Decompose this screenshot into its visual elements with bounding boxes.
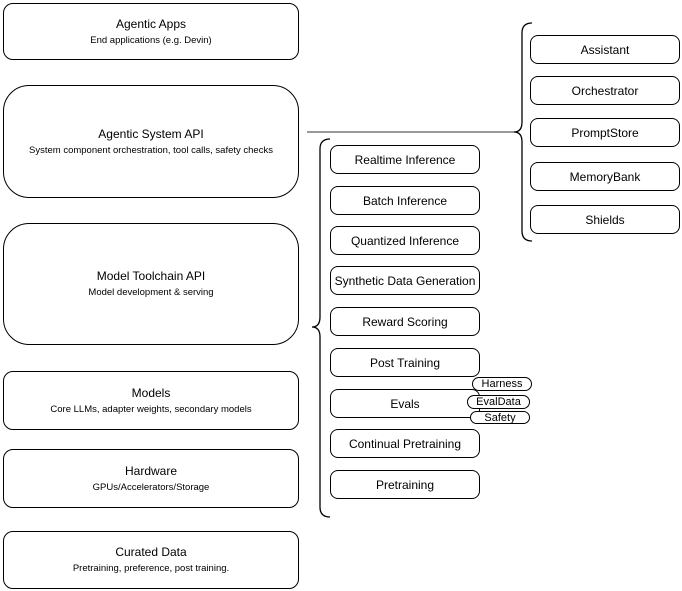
eval-tag-evaldata: EvalData — [467, 395, 530, 409]
node-subtitle: GPUs/Accelerators/Storage — [92, 481, 210, 493]
eval-tag-safety: Safety — [470, 411, 530, 424]
toolchain-brace — [311, 138, 331, 518]
component-memorybank: MemoryBank — [530, 162, 680, 191]
component-promptstore: PromptStore — [530, 118, 680, 147]
toolchain-item-reward-scoring: Reward Scoring — [330, 307, 480, 336]
node-title: Agentic System API — [98, 126, 204, 141]
node-agentic-apps: Agentic Apps End applications (e.g. Devi… — [3, 3, 299, 60]
node-subtitle: Pretraining, preference, post training. — [72, 563, 230, 574]
node-title: Models — [131, 385, 171, 400]
toolchain-item-quantized-inference: Quantized Inference — [330, 226, 480, 255]
node-models: Models Core LLMs, adapter weights, secon… — [3, 371, 299, 430]
node-title: Curated Data — [115, 545, 187, 559]
toolchain-item-realtime-inference: Realtime Inference — [330, 145, 480, 174]
node-subtitle: Core LLMs, adapter weights, secondary mo… — [50, 403, 252, 415]
node-agentic-system-api: Agentic System API System component orch… — [3, 85, 299, 198]
components-brace — [513, 22, 533, 242]
toolchain-item-evals: Evals — [330, 389, 480, 418]
node-title: Agentic Apps — [115, 16, 187, 31]
node-hardware: Hardware GPUs/Accelerators/Storage — [3, 449, 299, 508]
node-subtitle: System component orchestration, tool cal… — [29, 144, 273, 156]
toolchain-item-pretraining: Pretraining — [330, 470, 480, 499]
node-subtitle: Model development & serving — [88, 287, 214, 298]
component-shields: Shields — [530, 205, 680, 234]
toolchain-item-continual-pretraining: Continual Pretraining — [330, 429, 480, 458]
toolchain-item-post-training: Post Training — [330, 348, 480, 377]
eval-tag-harness: Harness — [472, 377, 532, 391]
node-subtitle: End applications (e.g. Devin) — [90, 34, 212, 46]
toolchain-item-batch-inference: Batch Inference — [330, 186, 480, 215]
node-title: Model Toolchain API — [96, 269, 206, 283]
node-title: Hardware — [124, 463, 178, 478]
toolchain-item-synthetic-data-generation: Synthetic Data Generation — [330, 266, 480, 295]
node-curated-data: Curated Data Pretraining, preference, po… — [3, 531, 299, 589]
component-assistant: Assistant — [530, 35, 680, 64]
node-model-toolchain-api: Model Toolchain API Model development & … — [3, 223, 299, 345]
component-orchestrator: Orchestrator — [530, 76, 680, 105]
